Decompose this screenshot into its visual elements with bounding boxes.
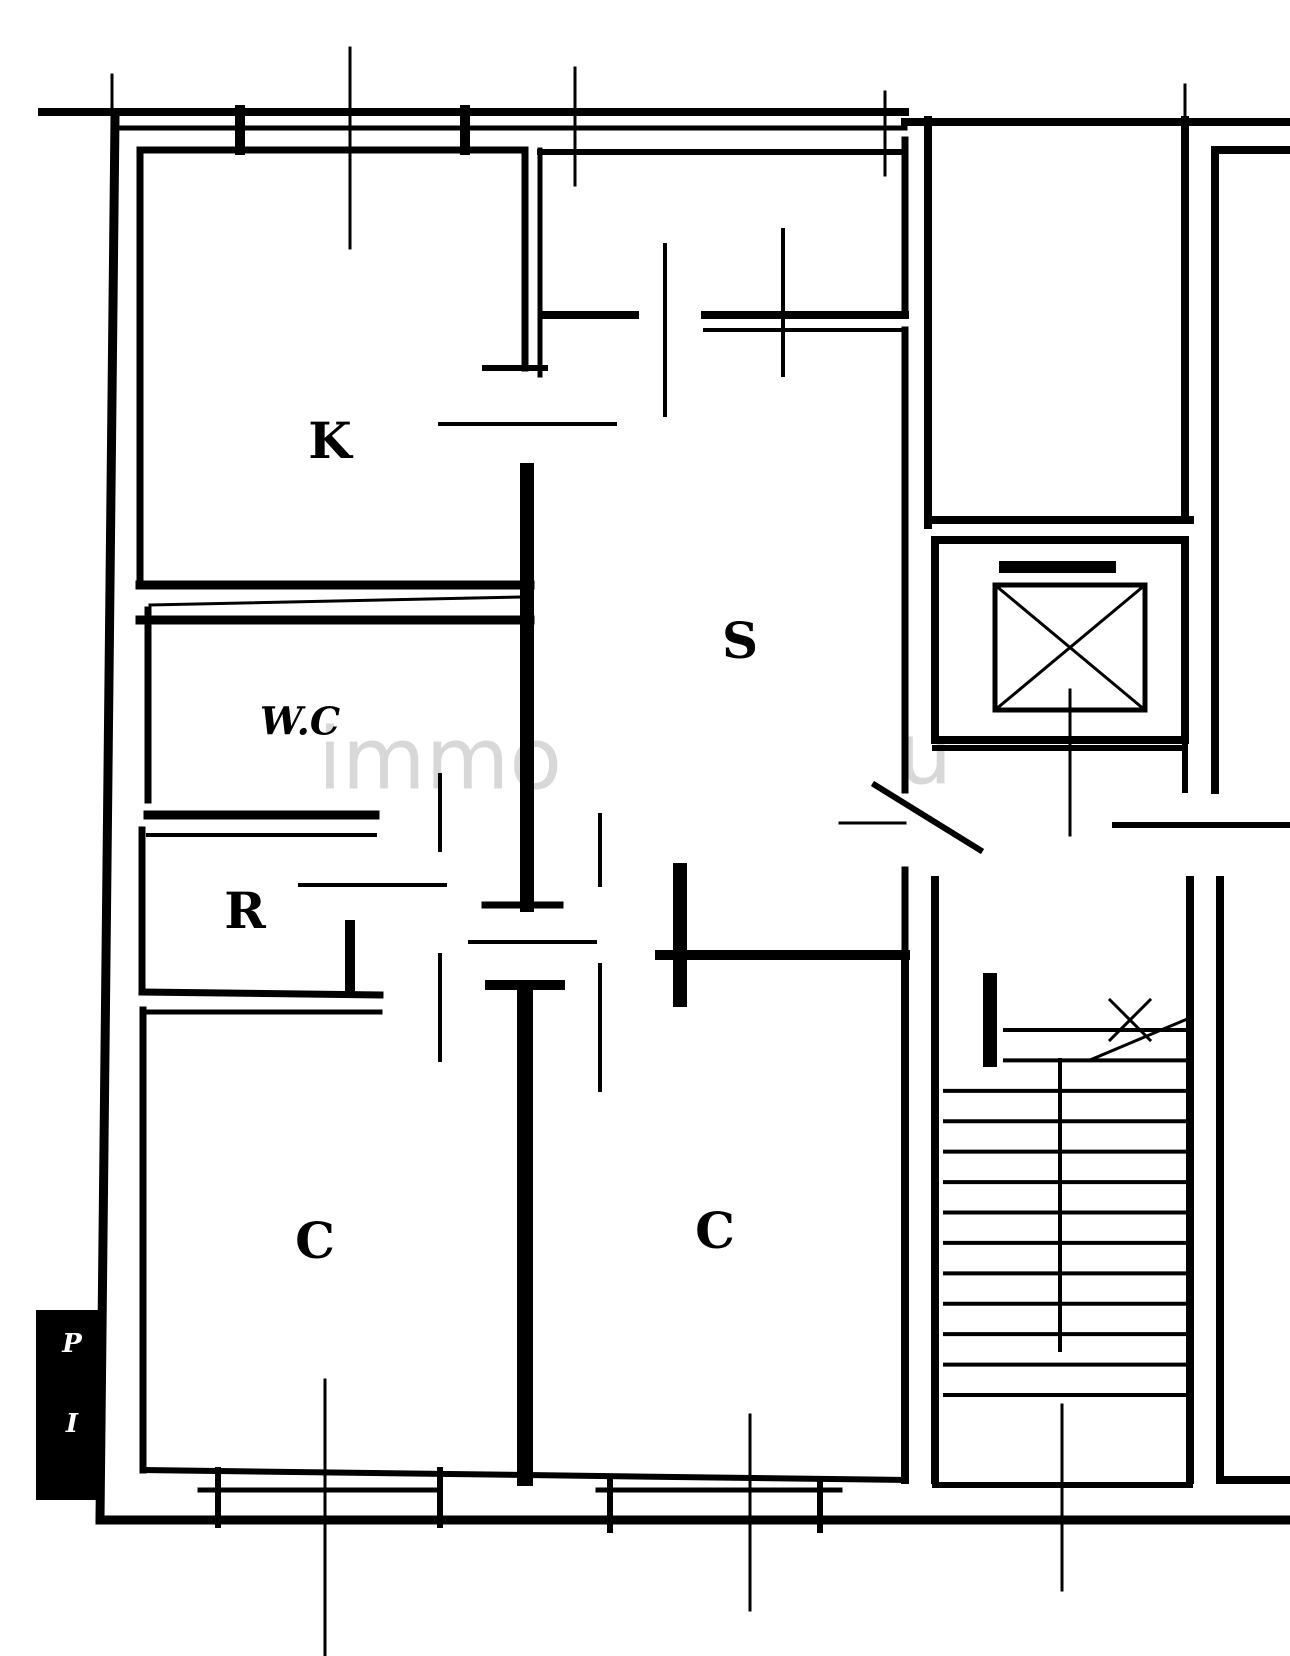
stair-arrow <box>1107 997 1153 1043</box>
elevator-cross <box>992 582 1148 713</box>
walls <box>38 46 1290 1656</box>
stair-arrow <box>1088 1018 1187 1062</box>
storage-wall-bottom <box>138 988 384 999</box>
room-label-bedroom-left: C <box>295 1211 335 1270</box>
elevator-shaft <box>931 536 1189 744</box>
side-mark-bottom: I <box>65 1409 79 1439</box>
room-label-wc: W.C <box>260 699 340 744</box>
shaft-diagonal <box>148 595 522 607</box>
room-label-kitchen: K <box>308 411 353 470</box>
entrance-door-leaf <box>870 780 985 855</box>
room-label-storage: R <box>224 881 266 940</box>
room-label-living: S <box>722 611 758 670</box>
side-mark-block <box>36 1310 102 1500</box>
stair-steps <box>943 1028 1187 1397</box>
room-label-bedroom-right: C <box>695 1201 735 1260</box>
side-mark-top: P <box>61 1329 83 1359</box>
outer-wall-left <box>95 113 120 1523</box>
